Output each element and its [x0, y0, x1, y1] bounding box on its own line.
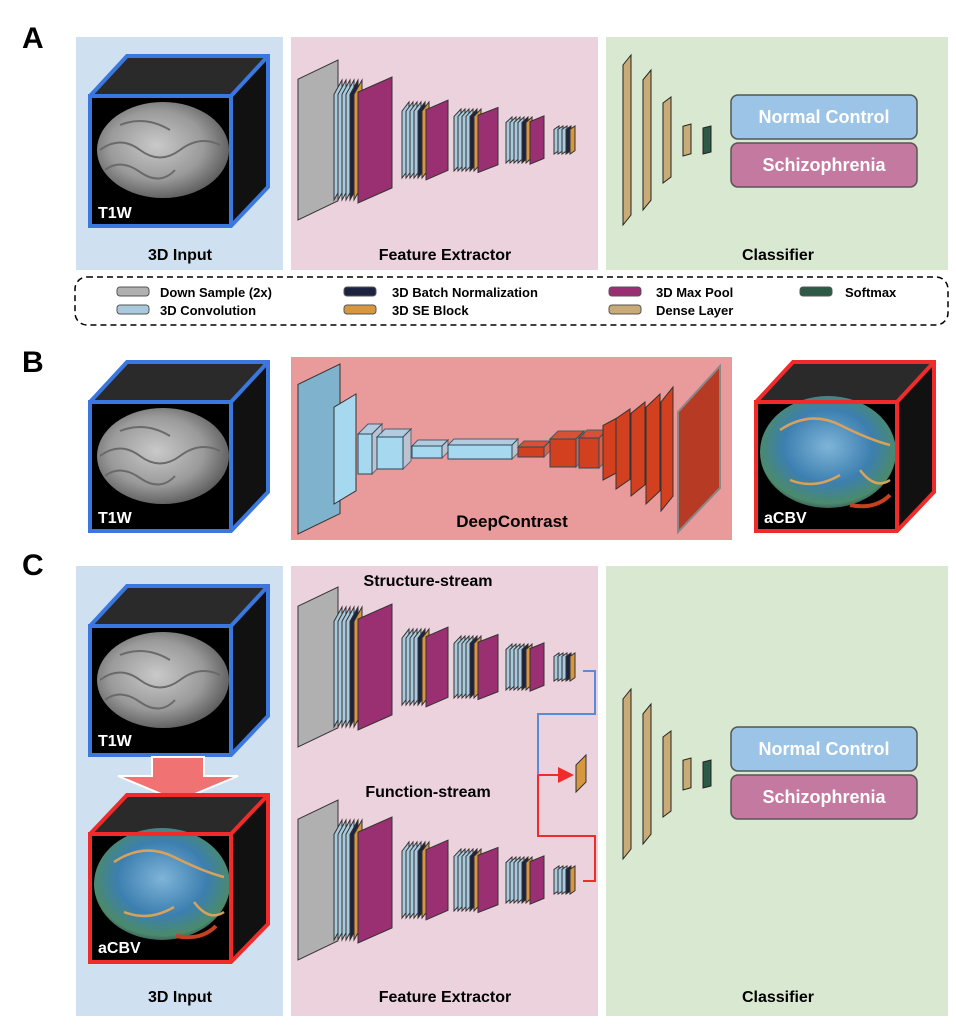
dense-layer [623, 689, 631, 859]
dense-layer [663, 731, 671, 817]
legend-item-down-sample: Down Sample (2x) [117, 285, 272, 300]
decoder-block [518, 447, 544, 457]
max-pool-layer [358, 77, 392, 203]
panel-a-letter: A [22, 22, 44, 55]
max-pool-layer [530, 856, 544, 904]
decoder-layer [661, 387, 673, 511]
max-pool-layer [426, 840, 448, 920]
panel-c-schizophrenia-label: Schizophrenia [762, 787, 886, 807]
panel-c-normal-control-label: Normal Control [758, 739, 889, 759]
decoder-block [550, 439, 576, 467]
panel-c-structure-stream-label: Structure-stream [364, 573, 493, 590]
max-pool-layer [478, 634, 498, 699]
down-sample-layer [298, 587, 338, 747]
legend-item-batch-norm: 3D Batch Normalization [344, 285, 538, 300]
bottleneck-block [448, 445, 512, 459]
dense-layer [683, 124, 691, 156]
panel-b-letter: B [22, 346, 44, 379]
dense-layer [663, 97, 671, 183]
panel-c-letter: C [22, 549, 44, 582]
legend-item-max-pool: 3D Max Pool [609, 285, 733, 300]
max-pool-swatch [609, 287, 641, 296]
max-pool-layer [358, 604, 392, 730]
panel-a-schizophrenia-label: Schizophrenia [762, 155, 886, 175]
panel-c-function-stream-label: Function-stream [365, 784, 490, 801]
max-pool-layer [358, 817, 392, 943]
panel-a-cube-label: T1W [98, 205, 133, 222]
panel-c-feature-title: Feature Extractor [379, 989, 512, 1006]
panel-c-acbv-cube [90, 795, 268, 962]
legend-label: Dense Layer [656, 303, 733, 318]
batch-norm-swatch [344, 287, 376, 296]
se-block-swatch [344, 305, 376, 314]
encoder-block [358, 434, 372, 474]
panel-b-t1w-label: T1W [98, 510, 133, 527]
se-block-layer [570, 126, 575, 154]
down-sample-layer [298, 60, 338, 220]
softmax-swatch [800, 287, 832, 296]
max-pool-layer [530, 116, 544, 164]
panel-a-feature-title: Feature Extractor [379, 247, 512, 264]
panel-a-classifier-title: Classifier [742, 247, 814, 264]
legend-label: 3D Max Pool [656, 285, 733, 300]
decoder-layer [603, 418, 617, 480]
panel-a-input-title: 3D Input [148, 247, 213, 264]
legend-label: Down Sample (2x) [160, 285, 272, 300]
dense-layer [683, 758, 691, 790]
legend-item-convolution: 3D Convolution [117, 303, 256, 318]
panel-b-acbv-label: aCBV [764, 510, 807, 527]
legend-label: 3D Batch Normalization [392, 285, 538, 300]
decoder-block [579, 438, 599, 468]
decoder-layer [616, 409, 630, 489]
se-block-layer [570, 653, 575, 681]
decoder-layer [646, 394, 660, 504]
max-pool-layer [530, 643, 544, 691]
legend-label: Softmax [845, 285, 897, 300]
max-pool-layer [478, 847, 498, 912]
panel-a-t1w-cube [90, 56, 268, 226]
legend-label: 3D SE Block [392, 303, 469, 318]
legend-item-dense-layer: Dense Layer [609, 303, 733, 318]
encoder-block [377, 437, 403, 469]
convolution-swatch [117, 305, 149, 314]
legend-item-softmax: Softmax [800, 285, 897, 300]
max-pool-layer [426, 627, 448, 707]
dense-layer [643, 70, 651, 210]
encoder-layer [334, 394, 356, 504]
panel-c-t1w-cube [90, 586, 268, 755]
max-pool-layer [426, 100, 448, 180]
panel-b-network-label: DeepContrast [456, 512, 568, 531]
panel-c-classifier-title: Classifier [742, 989, 814, 1006]
decoder-layer [631, 402, 645, 496]
panel-c-input-title: 3D Input [148, 989, 213, 1006]
softmax-layer [703, 126, 711, 154]
panel-b-acbv-cube [756, 362, 934, 531]
dense-layer-swatch [609, 305, 641, 314]
softmax-layer [703, 760, 711, 788]
dense-layer [623, 55, 631, 225]
legend-item-se-block: 3D SE Block [344, 303, 469, 318]
se-block-layer [570, 866, 575, 894]
legend-label: 3D Convolution [160, 303, 256, 318]
panel-c-t1w-label: T1W [98, 733, 133, 750]
panel-a-normal-control-label: Normal Control [758, 107, 889, 127]
max-pool-layer [478, 107, 498, 172]
down-sample-layer [298, 800, 338, 960]
down-sample-swatch [117, 287, 149, 296]
panel-c-acbv-label: aCBV [98, 940, 141, 957]
encoder-block [412, 446, 442, 458]
panel-b-t1w-cube [90, 362, 268, 531]
bottleneck-block-top [448, 439, 518, 445]
dense-layer [643, 704, 651, 844]
